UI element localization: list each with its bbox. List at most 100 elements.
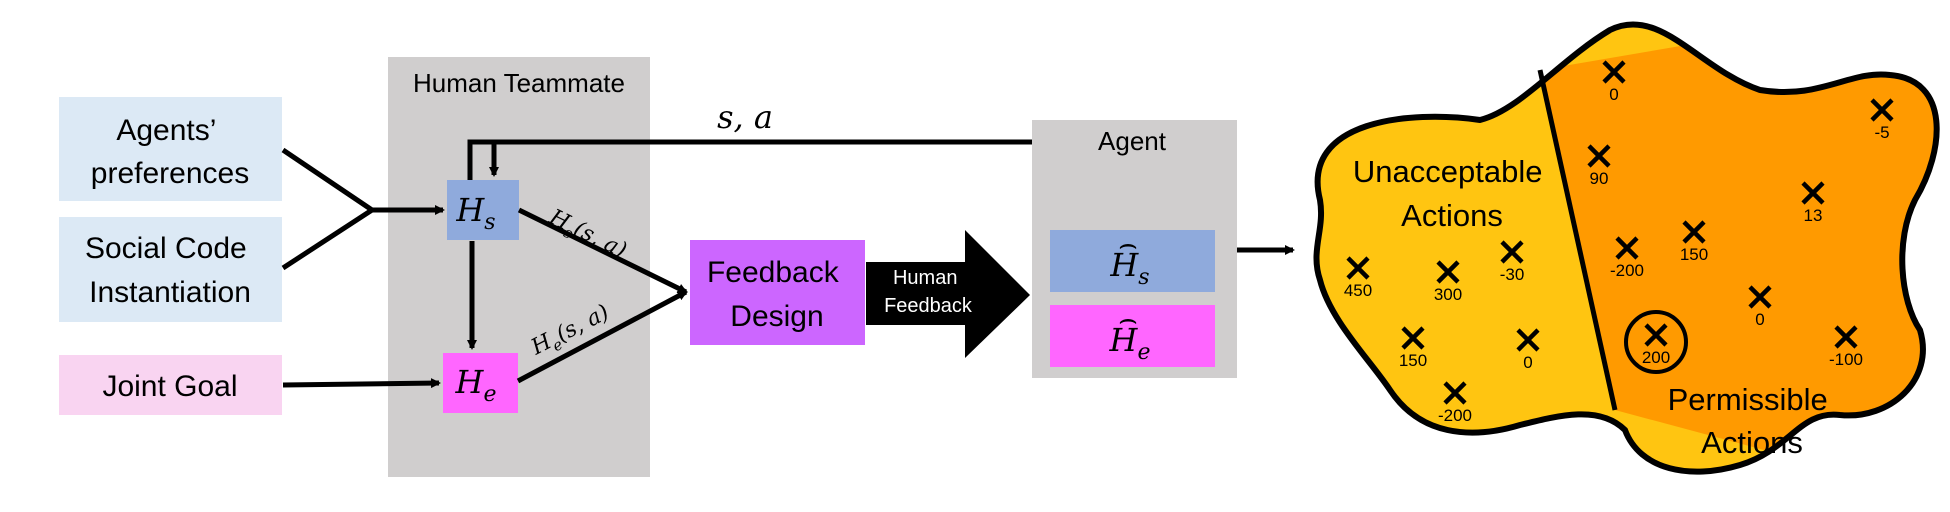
action-value: 150: [1680, 245, 1708, 264]
feedback-design-line-2: Design: [730, 300, 823, 333]
permissible-region: [1540, 24, 1937, 472]
action-value: -200: [1610, 261, 1644, 280]
state-action-label: s, a: [717, 98, 773, 136]
action-marks: 450 300 -30 150 0 -200 0 -5 90 13 -200 150 0 200 -100: [1344, 60, 1894, 425]
action-value: 300: [1434, 285, 1462, 304]
human-feedback-line-1: Human: [893, 267, 957, 289]
he-node-sub: e: [483, 382, 496, 407]
action-x-icon: [1401, 326, 1425, 350]
hs-hat-main: H: [1109, 246, 1139, 284]
hs-node-label: Hs: [455, 191, 495, 235]
unacceptable-line-2: Actions: [1401, 198, 1503, 233]
action-mark-unacceptable-1: 300: [1434, 260, 1462, 304]
action-space-outline: [1313, 21, 1940, 475]
agent-title: Agent: [1098, 126, 1167, 156]
feedback-design-line-1: Feedback: [707, 256, 840, 289]
preferences-line-1: Agents’: [116, 114, 215, 147]
action-space: [1313, 21, 1940, 475]
hs-hat-caret: ⌢: [1118, 227, 1138, 262]
he-hat-label: He: [1109, 321, 1151, 365]
action-value: -100: [1829, 350, 1863, 369]
chosen-action-circle: [1624, 310, 1688, 374]
action-x-icon: [1346, 256, 1370, 280]
action-x-icon: [1436, 260, 1460, 284]
joint-goal-label: Joint Goal: [102, 370, 237, 403]
action-mark-permissible-2: 90: [1587, 144, 1611, 188]
he-to-feedback-arrow: [516, 289, 688, 384]
joint-goal-arrow: [282, 378, 441, 389]
social-code-line-2: Instantiation: [89, 276, 251, 309]
action-mark-unacceptable-4: 0: [1516, 328, 1540, 372]
action-x-icon: [1587, 144, 1611, 168]
hs-hat-sub: s: [1138, 265, 1149, 290]
joint-goal-box: [59, 355, 282, 415]
action-value: -5: [1874, 123, 1889, 142]
action-mark-permissible-1: -5: [1870, 98, 1894, 142]
hs-node-main: H: [455, 191, 485, 229]
permissible-label: Permissible Actions: [1668, 382, 1837, 460]
action-x-icon: [1602, 60, 1626, 84]
human-teammate-panel: [388, 57, 650, 477]
hs-node-sub: s: [484, 210, 495, 235]
action-mark-unacceptable-3: 150: [1399, 326, 1427, 370]
social-code-label: Social Code Instantiation: [85, 232, 255, 309]
hs-hat-label: Hs: [1109, 246, 1149, 290]
he-node: [443, 353, 518, 413]
unacceptable-label: Unacceptable Actions: [1353, 154, 1551, 233]
action-mark-unacceptable-0: 450: [1344, 256, 1372, 300]
social-code-box: [59, 217, 282, 322]
preferences-label: Agents’ preferences: [91, 114, 249, 190]
preferences-connector: [281, 147, 374, 213]
feedback-design-label: Feedback Design: [707, 256, 847, 333]
action-value: -200: [1438, 406, 1472, 425]
action-value: 0: [1755, 310, 1764, 329]
action-value: 13: [1804, 206, 1823, 225]
action-mark-permissible-7: 200: [1642, 323, 1670, 367]
human-teammate-title: Human Teammate: [413, 68, 625, 98]
he-node-label: He: [455, 363, 497, 407]
unacceptable-line-1: Unacceptable: [1353, 154, 1543, 189]
feedback-design-box: [690, 240, 865, 345]
action-x-icon: [1801, 181, 1825, 205]
social-code-line-1: Social Code: [85, 232, 247, 265]
action-x-icon: [1748, 285, 1772, 309]
human-feedback-line-2: Feedback: [884, 295, 973, 317]
action-value: 150: [1399, 351, 1427, 370]
action-value: 90: [1590, 169, 1609, 188]
permissible-line-2: Actions: [1701, 425, 1803, 460]
action-mark-unacceptable-5: -200: [1438, 381, 1472, 425]
state-action-loop: [467, 139, 1032, 180]
preferences-line-2: preferences: [91, 157, 249, 190]
he-hat-caret: ⌢: [1118, 302, 1138, 337]
action-value: 200: [1642, 348, 1670, 367]
human-feedback-label: Human Feedback: [884, 267, 973, 317]
action-mark-permissible-0: 0: [1602, 60, 1626, 104]
action-value: 450: [1344, 281, 1372, 300]
action-mark-permissible-3: 13: [1801, 181, 1825, 225]
action-mark-permissible-5: 150: [1680, 220, 1708, 264]
hs-hat-box: [1050, 230, 1215, 292]
action-value: -30: [1500, 265, 1525, 284]
permissible-line-1: Permissible: [1668, 382, 1828, 417]
region-divider: [1537, 69, 1618, 411]
social-code-connector: [281, 207, 374, 271]
action-mark-unacceptable-2: -30: [1500, 240, 1525, 284]
he-hat-main: H: [1109, 321, 1139, 359]
preferences-box: [59, 97, 282, 201]
he-hat-box: [1050, 305, 1215, 367]
action-mark-permissible-8: -100: [1829, 325, 1863, 369]
action-x-icon: [1870, 98, 1894, 122]
action-x-icon: [1644, 323, 1668, 347]
hs-to-feedback-arrow: [517, 207, 688, 295]
human-feedback-arrow: [866, 230, 1030, 358]
hs-node: [447, 180, 519, 240]
action-x-icon: [1443, 381, 1467, 405]
action-x-icon: [1682, 220, 1706, 244]
action-x-icon: [1834, 325, 1858, 349]
action-value: 0: [1523, 353, 1532, 372]
action-mark-permissible-6: 0: [1748, 285, 1772, 329]
action-x-icon: [1615, 236, 1639, 260]
action-value: 0: [1609, 85, 1618, 104]
action-x-icon: [1500, 240, 1524, 264]
